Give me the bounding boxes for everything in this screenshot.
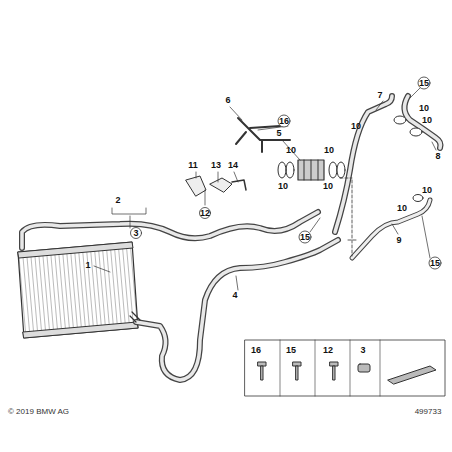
callout-number: 4 — [232, 290, 237, 300]
callout-number: 3 — [133, 228, 138, 238]
callout-number: 15 — [300, 232, 310, 242]
callout-number: 10 — [397, 203, 407, 213]
callout-number: 16 — [279, 116, 289, 126]
callout-number: 10 — [286, 145, 296, 155]
callout-number: 14 — [228, 160, 238, 170]
callout-number: 15 — [430, 258, 440, 268]
callout-number: 15 — [419, 78, 429, 88]
callout-number: 10 — [323, 181, 333, 191]
callout-number: 8 — [435, 151, 440, 161]
callout-number: 10 — [422, 185, 432, 195]
callout-number: 12 — [200, 208, 210, 218]
callout-number: 1 — [85, 260, 90, 270]
callout-number: 10 — [422, 115, 432, 125]
callout-number: 15 — [286, 345, 296, 355]
callout-number: 7 — [377, 90, 382, 100]
callout-number: 10 — [324, 145, 334, 155]
callout-number: 13 — [211, 160, 221, 170]
note-text: © 2019 BMW AG — [8, 407, 69, 417]
note-text: 499733 — [415, 407, 442, 417]
callout-number: 10 — [278, 181, 288, 191]
callout-number: 10 — [419, 103, 429, 113]
callout-number: 9 — [396, 235, 401, 245]
callout-number: 12 — [323, 345, 333, 355]
callout-number: 2 — [115, 195, 120, 205]
callout-number: 5 — [276, 128, 281, 138]
callout-number: 16 — [251, 345, 261, 355]
callout-number: 6 — [225, 95, 230, 105]
callout-number: 11 — [188, 160, 198, 170]
callout-number: 10 — [351, 121, 361, 131]
callout-number: 3 — [360, 345, 365, 355]
